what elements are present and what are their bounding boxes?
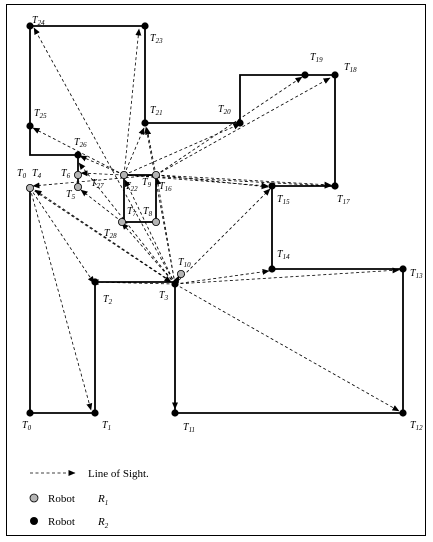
node-label-t21: T21 (150, 105, 163, 117)
node-labels: T24 T23 T19 T18 T25 T21 T20 T26 T0 T4 T6… (17, 15, 423, 434)
node-label-t0-bottom: T0 (22, 420, 32, 432)
node-label-t1: T1 (102, 420, 111, 432)
node-label-t19: T19 (310, 52, 323, 64)
robot-r2-node (268, 265, 276, 273)
node-label-t8: T8 (143, 206, 153, 218)
legend-robot-r2-symbol: R2 (97, 516, 109, 530)
robot-r2-node (91, 278, 99, 286)
robot-r1-node (74, 170, 83, 179)
robot-r2-node (171, 409, 179, 417)
node-label-t25: T25 (34, 108, 47, 120)
robot-r2-node (331, 182, 339, 190)
robot-r1-node (176, 269, 185, 278)
legend-robot-r1-word: Robot (48, 493, 75, 505)
sight-arrow (155, 76, 303, 176)
robot-r2-node (26, 22, 34, 30)
sight-arrow (32, 174, 157, 189)
node-label-t20: T20 (218, 104, 231, 116)
sight-arrow (174, 188, 271, 285)
node-label-t22: T22 (125, 181, 138, 193)
robot-r2-node (141, 22, 149, 30)
wall-left-column (29, 25, 404, 414)
legend-line-of-sight-label: Line of Sight. (88, 468, 149, 480)
robot-r2-positions (26, 22, 407, 417)
node-label-t16: T16 (159, 181, 172, 193)
robot-r2-node (399, 265, 407, 273)
node-label-t26: T26 (74, 137, 87, 149)
sight-arrow (34, 189, 176, 285)
node-label-t23: T23 (150, 33, 163, 45)
node-label-t2: T2 (103, 294, 113, 306)
node-label-t28: T28 (104, 228, 117, 240)
sight-arrow (91, 279, 176, 286)
robot-r2-node (91, 409, 99, 417)
sight-arrow (174, 268, 270, 285)
sight-arrow (29, 187, 95, 284)
legend-robot-r2-word: Robot (48, 516, 75, 528)
node-label-t17: T17 (337, 194, 350, 206)
robot-r1-node (25, 183, 34, 192)
robot-r2-node (74, 151, 82, 159)
node-label-t18: T18 (344, 62, 357, 74)
node-label-t11: T11 (183, 422, 195, 434)
robot-r1-node (120, 170, 129, 179)
sight-arrow (29, 187, 172, 283)
node-label-t15: T15 (277, 194, 290, 206)
robot-r1-node (74, 182, 83, 191)
node-label-t12: T12 (410, 420, 423, 432)
node-label-t6: T6 (61, 168, 71, 180)
robot-r2-node (301, 71, 309, 79)
environment-walls (29, 25, 404, 414)
sight-arrow (174, 267, 400, 285)
legend-robot-r1-symbol: R1 (97, 493, 108, 507)
node-label-t0-top: T0 (17, 168, 27, 180)
robot-r2-node (26, 409, 34, 417)
sight-arrow (123, 28, 142, 176)
sight-arrow (123, 123, 241, 176)
node-label-t9: T9 (142, 177, 152, 189)
sight-arrow (33, 27, 176, 285)
robot-r1-node (151, 170, 160, 179)
robot-r2-node (171, 280, 179, 288)
sight-arrow (121, 222, 176, 285)
node-label-t4: T4 (32, 168, 42, 180)
robot-r1-node (151, 217, 160, 226)
robot-r2-node (236, 119, 244, 127)
robot-r2-node (399, 409, 407, 417)
robot-r2-node (141, 119, 149, 127)
sight-arrow (155, 77, 331, 176)
figure-frame (6, 4, 426, 536)
inner-square-obstacle (123, 174, 157, 223)
sight-arrow (80, 170, 125, 177)
sight-arrow (123, 174, 269, 189)
robot-r1-positions (25, 170, 185, 278)
sight-arrow (80, 189, 123, 223)
sight-arrow (124, 179, 176, 285)
line-of-sight-arrows (29, 27, 400, 412)
sight-arrow (155, 177, 176, 285)
node-label-t3: T3 (159, 290, 169, 302)
node-label-t5: T5 (66, 189, 76, 201)
sight-arrow (145, 127, 157, 176)
legend-robot-r1-icon (29, 493, 39, 503)
node-label-t10: T10 (178, 257, 191, 269)
sight-arrow (79, 155, 125, 176)
robot-r2-node (331, 71, 339, 79)
sight-arrow (144, 126, 176, 285)
robot-r2-node (26, 122, 34, 130)
legend-robot-r2-icon (30, 517, 38, 525)
sight-arrow (174, 283, 400, 412)
node-label-t27: T27 (91, 178, 104, 190)
sight-arrow (155, 174, 269, 190)
node-label-t13: T13 (410, 268, 423, 280)
node-label-t7: T7 (127, 206, 137, 218)
legend: Line of Sight. Robot R1 Robot R2 (29, 468, 149, 530)
robot-r2-node (268, 182, 276, 190)
robot-r1-node (118, 217, 127, 226)
node-label-t24: T24 (32, 15, 45, 27)
sight-arrow (155, 174, 332, 188)
node-label-t14: T14 (277, 249, 290, 261)
